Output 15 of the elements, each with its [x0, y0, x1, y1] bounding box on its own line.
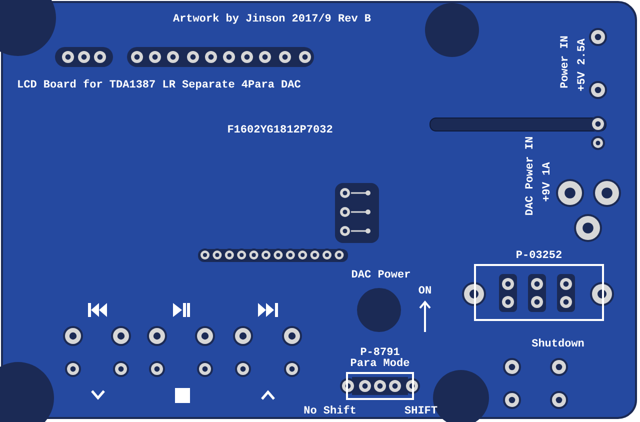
- board-label: Artwork by Jinson 2017/9 Rev B: [172, 14, 372, 26]
- board-label: ON: [418, 286, 432, 298]
- board-label: DAC Power IN: [526, 136, 536, 216]
- board-label: DAC Power: [351, 270, 411, 282]
- board-label: No Shift: [304, 406, 356, 418]
- board-label: Power IN: [560, 36, 572, 88]
- board-label: +5V 2.5A: [578, 38, 588, 92]
- board-label: Shutdown: [532, 340, 584, 350]
- board-label: +9V 1A: [542, 162, 554, 202]
- connector-label: P-03252: [516, 251, 562, 262]
- board-label: LCD Board for TDA1387 LR Separate 4Para DAC: [17, 80, 301, 92]
- connector-label: Para Mode: [350, 359, 410, 370]
- board-label: SHIFT: [404, 406, 438, 418]
- board-label: F1602YG1812P7032: [227, 126, 333, 136]
- connector-label: P-8791: [360, 348, 400, 359]
